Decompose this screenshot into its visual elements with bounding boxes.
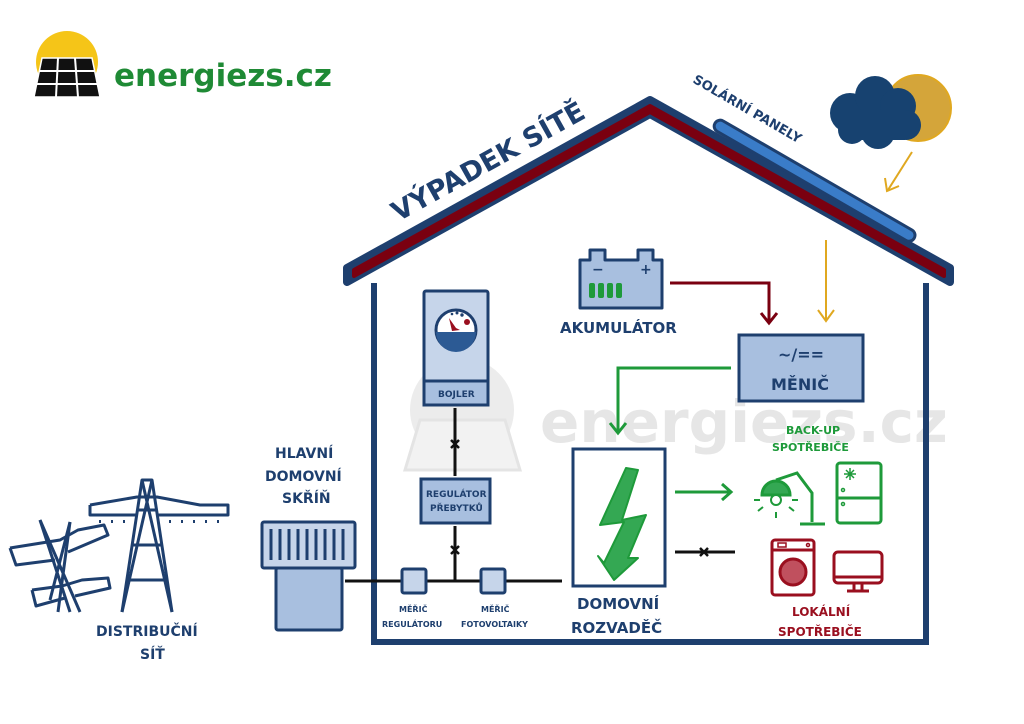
lamp-icon: [754, 471, 825, 526]
logo-solar-panel-icon: [33, 57, 101, 98]
house-walls: [371, 283, 929, 645]
svg-text:REGULÁTOR: REGULÁTOR: [426, 488, 487, 500]
battery-icon: − +: [578, 248, 664, 310]
logo-text: energiezs.cz: [114, 58, 332, 94]
meter-pv-label-2: FOTOVOLTAIKY: [461, 620, 528, 629]
local-label-2: SPOTŘEBIČE: [778, 624, 862, 639]
switchboard-label-2: ROZVADĚČ: [571, 618, 662, 637]
sun-cloud-icon: [830, 74, 952, 149]
main-box-label-2: DOMOVNÍ: [265, 468, 342, 485]
inverter: ~/== MĚNIČ: [737, 333, 865, 403]
grid-label-2: SÍŤ: [140, 645, 165, 663]
switchboard: [571, 447, 667, 588]
switchboard-label-1: DOMOVNÍ: [577, 594, 660, 613]
inverter-to-switchboard-arrow: [608, 366, 731, 436]
svg-text:−: −: [592, 262, 604, 278]
grid-label-1: DISTRIBUČNÍ: [96, 622, 198, 640]
solar-to-inverter-arrow: [817, 240, 835, 323]
switchboard-to-local-disconnected: [675, 547, 735, 557]
main-box-label-1: HLAVNÍ: [275, 445, 333, 462]
cloud-icon: [830, 76, 921, 149]
meter-pv-label-1: MĚŘIČ: [481, 603, 510, 614]
svg-text:PŘEBYTKŮ: PŘEBYTKŮ: [430, 502, 483, 514]
fridge-icon: [835, 461, 883, 525]
battery-to-inverter-arrow: [670, 281, 779, 326]
inverter-symbol: ~/==: [778, 345, 824, 364]
boiler-wiring: [450, 408, 460, 581]
boiler: BOJLER: [422, 289, 490, 407]
logo: energiezs.cz: [33, 31, 332, 98]
watermark-panel-icon: [402, 418, 523, 472]
backup-label-1: BACK-UP: [786, 424, 840, 437]
main-box-label-3: SKŘÍŇ: [282, 490, 331, 507]
house-roof: [343, 96, 954, 286]
meter-regulator: [400, 567, 428, 595]
meter-regulator-label-2: REGULÁTORU: [382, 618, 442, 629]
main-house-box: [260, 520, 357, 632]
backup-label-2: SPOTŘEBIČE: [772, 441, 849, 454]
fallen-tower-icon: [8, 519, 112, 613]
gauge-icon: [434, 308, 478, 352]
switchboard-to-backup-arrow: [675, 482, 734, 502]
meter-pv: [479, 567, 507, 595]
solar-panel: [712, 118, 917, 243]
monitor-icon: [832, 550, 884, 593]
surplus-regulator: REGULÁTOR PŘEBYTKŮ: [419, 477, 492, 525]
sun-arrow: [884, 151, 913, 193]
boiler-label: BOJLER: [438, 390, 475, 400]
accumulator-label: AKUMULÁTOR: [560, 318, 677, 337]
lightning-icon: [597, 467, 647, 581]
power-tower-icon: [88, 478, 230, 613]
svg-text:+: +: [640, 262, 652, 278]
local-label-1: LOKÁLNÍ: [792, 604, 851, 619]
inverter-label: MĚNIČ: [771, 375, 829, 394]
meter-regulator-label-1: MĚŘIČ: [399, 603, 428, 614]
washing-machine-icon: [770, 538, 816, 597]
